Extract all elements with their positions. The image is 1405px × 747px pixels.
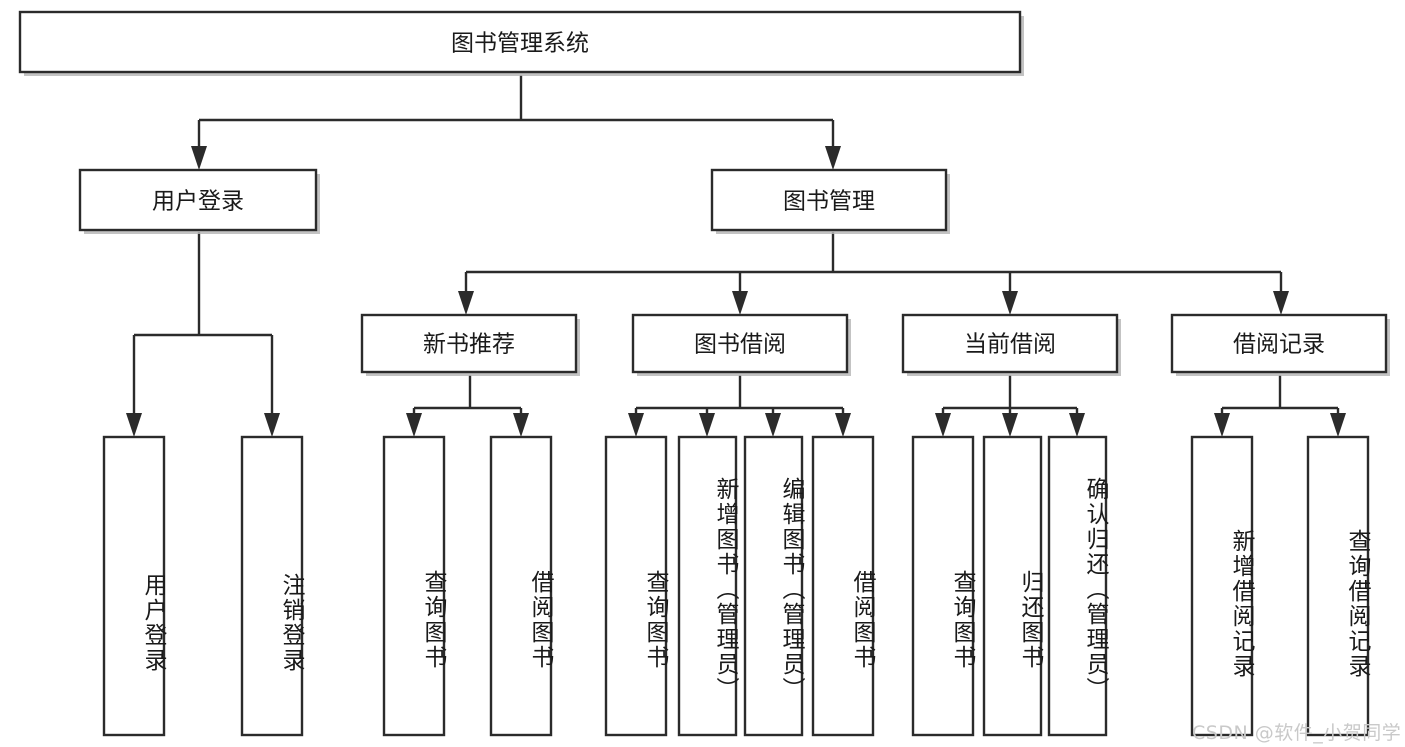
arrow-leaf-rec-add <box>1214 413 1230 437</box>
leaf-user-logout-box[interactable] <box>240 435 304 737</box>
root-label: 图书管理系统 <box>451 31 589 57</box>
node-leaf-user-login[interactable] <box>102 435 166 737</box>
node-leaf-borrow-edit[interactable] <box>743 435 804 737</box>
arrow-leaf-borrow-add <box>699 413 715 437</box>
connector-group-borrow-record <box>1214 375 1346 437</box>
leaf-borrow-query-box[interactable] <box>604 435 668 737</box>
arrow-leaf-cur-confirm <box>1069 413 1085 437</box>
node-leaf-user-logout[interactable] <box>240 435 304 737</box>
node-leaf-rec-search[interactable] <box>1306 435 1370 737</box>
book-borrow-label: 图书借阅 <box>694 332 786 358</box>
node-user-login[interactable]: 用户登录 <box>78 168 320 234</box>
arrow-leaf-borrow-edit <box>765 413 781 437</box>
root-box[interactable] <box>18 10 1022 74</box>
book-manage-box[interactable] <box>710 168 948 232</box>
arrow-to-new-book-rec <box>458 291 474 315</box>
arrow-leaf-rec-search <box>1330 413 1346 437</box>
node-leaf-borrow-query[interactable] <box>604 435 668 737</box>
leaf-borrow-add-box[interactable] <box>677 435 738 737</box>
arrow-leaf-borrow-query <box>628 413 644 437</box>
new-book-rec-label: 新书推荐 <box>423 332 515 358</box>
node-leaf-cur-query[interactable] <box>911 435 975 737</box>
leaf-user-login-box[interactable] <box>102 435 166 737</box>
connector-group-root <box>191 75 841 170</box>
connector-group-user-login <box>126 232 280 437</box>
node-leaf-cur-return[interactable] <box>982 435 1043 737</box>
node-book-manage[interactable]: 图书管理 <box>710 168 950 234</box>
node-leaf-borrow-do[interactable] <box>811 435 875 737</box>
arrow-to-current-borrow <box>1002 291 1018 315</box>
leaf-rec-query-box[interactable] <box>382 435 446 737</box>
arrow-leaf-cur-query <box>935 413 951 437</box>
current-borrow-box[interactable] <box>901 313 1119 374</box>
book-borrow-box[interactable] <box>631 313 849 374</box>
connector-group-new-book-rec <box>406 375 529 437</box>
arrow-leaf-borrow-do <box>835 413 851 437</box>
connector-group-current-borrow <box>935 375 1085 437</box>
arrow-to-borrow-record <box>1273 291 1289 315</box>
node-new-book-rec[interactable]: 新书推荐 <box>360 313 580 376</box>
arrow-leaf-rec-borrow <box>513 413 529 437</box>
user-login-box[interactable] <box>78 168 318 232</box>
arrow-leaf-rec-query <box>406 413 422 437</box>
user-login-label: 用户登录 <box>152 189 244 215</box>
arrow-to-book-borrow <box>732 291 748 315</box>
csdn-watermark: CSDN @软件_小贺同学 <box>1192 722 1402 744</box>
borrow-record-box[interactable] <box>1170 313 1388 374</box>
node-leaf-rec-add[interactable] <box>1190 435 1254 737</box>
leaf-borrow-do-box[interactable] <box>811 435 875 737</box>
node-leaf-borrow-add[interactable] <box>677 435 738 737</box>
borrow-record-label: 借阅记录 <box>1233 332 1325 358</box>
node-book-borrow[interactable]: 图书借阅 <box>631 313 851 376</box>
connector-group-book-borrow <box>628 375 851 437</box>
leaf-cur-return-box[interactable] <box>982 435 1043 737</box>
arrow-to-user-login <box>191 146 207 170</box>
new-book-rec-box[interactable] <box>360 313 578 374</box>
current-borrow-label: 当前借阅 <box>964 332 1056 358</box>
node-root[interactable]: 图书管理系统 <box>18 10 1024 76</box>
leaf-cur-confirm-box[interactable] <box>1047 435 1108 737</box>
arrow-to-book-manage <box>825 146 841 170</box>
node-borrow-record[interactable]: 借阅记录 <box>1170 313 1390 376</box>
leaf-rec-add-box[interactable] <box>1190 435 1254 737</box>
node-current-borrow[interactable]: 当前借阅 <box>901 313 1121 376</box>
leaf-rec-search-box[interactable] <box>1306 435 1370 737</box>
node-leaf-rec-query[interactable] <box>382 435 446 737</box>
arrow-leaf-cur-return <box>1002 413 1018 437</box>
leaf-rec-borrow-box[interactable] <box>489 435 553 737</box>
arrow-leaf-user-logout <box>264 413 280 437</box>
book-manage-label: 图书管理 <box>783 189 875 215</box>
leaf-borrow-edit-box[interactable] <box>743 435 804 737</box>
leaf-cur-query-box[interactable] <box>911 435 975 737</box>
node-leaf-cur-confirm[interactable] <box>1047 435 1108 737</box>
connector-group-book-manage <box>458 232 1289 315</box>
node-leaf-rec-borrow[interactable] <box>489 435 553 737</box>
arrow-leaf-user-login <box>126 413 142 437</box>
